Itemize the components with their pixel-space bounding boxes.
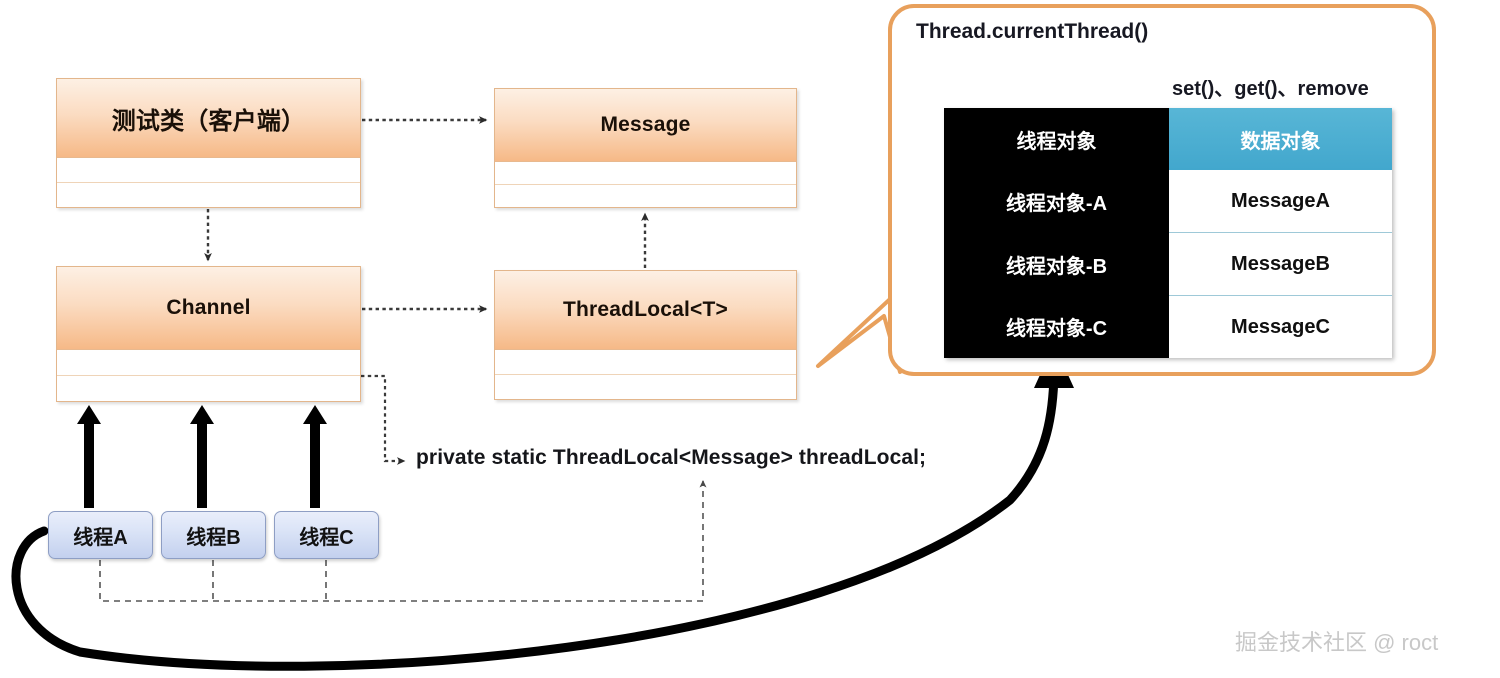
table-row: 线程对象-C — [1005, 318, 1108, 341]
table-row: MessageB — [1169, 233, 1392, 296]
uml-methods-compartment — [495, 184, 796, 207]
column-header-data-object: 数据对象 — [1169, 108, 1392, 170]
column-header-thread-object: 线程对象 — [1016, 130, 1097, 153]
thread-c-arrow — [303, 405, 327, 508]
thread-box-b[interactable]: 线程B — [161, 511, 266, 559]
uml-class-channel[interactable]: Channel — [56, 266, 361, 402]
uml-attributes-compartment — [57, 350, 360, 376]
uml-class-title: Channel — [57, 267, 360, 351]
uml-class-title: Message — [495, 89, 796, 163]
uml-class-title: 测试类（客户端） — [57, 79, 360, 159]
table-row: 线程对象-A — [1005, 193, 1108, 216]
thread-box-a[interactable]: 线程A — [48, 511, 153, 559]
uml-methods-compartment — [495, 374, 796, 399]
uml-class-test-client[interactable]: 测试类（客户端） — [56, 78, 361, 208]
table-row: MessageA — [1169, 170, 1392, 233]
thread-a-arrow — [77, 405, 101, 508]
uml-class-threadlocal[interactable]: ThreadLocal<T> — [494, 270, 797, 400]
callout-methods-label: set()、get()、remove — [1172, 78, 1369, 100]
table-row: MessageC — [1231, 315, 1330, 338]
uml-attributes-compartment — [57, 158, 360, 183]
thread-data-mapping-table: 线程对象 线程对象-A 线程对象-B 线程对象-C 数据对象 MessageA … — [944, 108, 1392, 358]
uml-class-title: ThreadLocal<T> — [495, 271, 796, 351]
table-row: 线程对象-B — [1005, 255, 1108, 278]
uml-class-message[interactable]: Message — [494, 88, 797, 208]
uml-methods-compartment — [57, 375, 360, 401]
thread-b-arrow — [190, 405, 214, 508]
callout-title: Thread.currentThread() — [916, 20, 1149, 43]
uml-attributes-compartment — [495, 350, 796, 375]
watermark: 掘金技术社区 @ roct — [1235, 630, 1439, 655]
thread-box-c[interactable]: 线程C — [274, 511, 379, 559]
uml-attributes-compartment — [495, 162, 796, 185]
uml-methods-compartment — [57, 182, 360, 207]
thread-object-column: 线程对象 线程对象-A 线程对象-B 线程对象-C — [944, 108, 1169, 358]
thread-to-channel-arrows — [77, 405, 327, 508]
code-annotation: private static ThreadLocal<Message> thre… — [416, 446, 927, 469]
connector-channel-to-code — [361, 374, 406, 465]
data-object-column: 数据对象 MessageA MessageB MessageC — [1169, 108, 1392, 358]
